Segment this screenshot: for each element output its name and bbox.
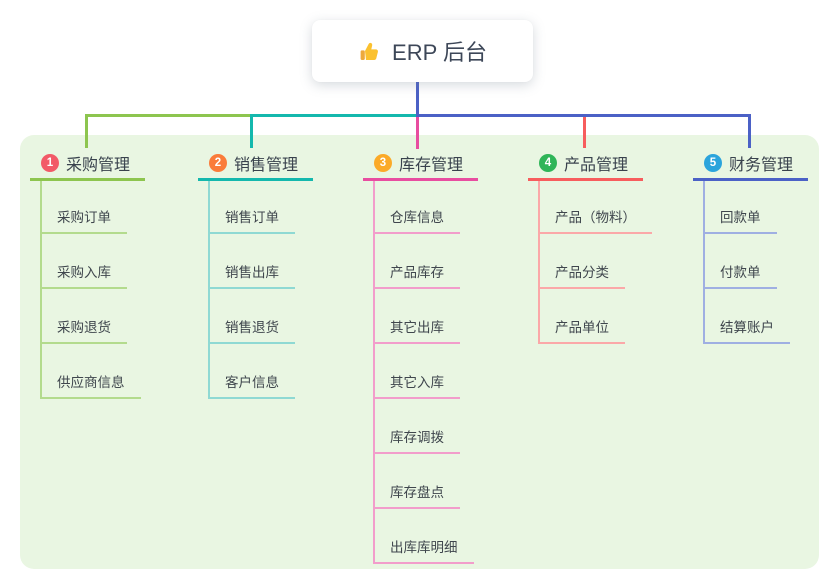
connector-bus-teal: [250, 114, 419, 117]
branch-number-badge: 1: [41, 154, 59, 172]
child-node[interactable]: 结算账户: [703, 320, 790, 344]
branch-node[interactable]: 1 采购管理: [30, 148, 145, 181]
child-node[interactable]: 供应商信息: [40, 375, 141, 399]
children-trunk-line: [40, 181, 42, 399]
connector-drop-inventory: [416, 114, 419, 149]
connector-root-drop: [416, 82, 419, 116]
children-trunk-line: [703, 181, 705, 344]
branch-inventory: 3 库存管理 仓库信息 产品库存 其它出库 其它入库 库存调拨 库存盘点 出库库…: [363, 148, 478, 564]
child-node[interactable]: 销售退货: [208, 320, 295, 344]
child-node[interactable]: 出库库明细: [373, 540, 474, 564]
branch-number-badge: 4: [539, 154, 557, 172]
child-node[interactable]: 采购退货: [40, 320, 127, 344]
child-node[interactable]: 付款单: [703, 265, 777, 289]
child-node[interactable]: 采购订单: [40, 210, 127, 234]
connector-bus-green: [85, 114, 253, 117]
branch-number-badge: 5: [704, 154, 722, 172]
connector-drop-purchase: [85, 114, 88, 148]
child-node[interactable]: 其它入库: [373, 375, 460, 399]
branch-node[interactable]: 5 财务管理: [693, 148, 808, 181]
child-node[interactable]: 库存调拨: [373, 430, 460, 454]
branch-label: 采购管理: [66, 157, 131, 174]
child-node[interactable]: 产品分类: [538, 265, 625, 289]
connector-bus-blue: [416, 114, 751, 117]
child-node[interactable]: 产品库存: [373, 265, 460, 289]
child-node[interactable]: 采购入库: [40, 265, 127, 289]
thumbs-up-icon: [360, 42, 378, 60]
branch-node[interactable]: 2 销售管理: [198, 148, 313, 181]
branch-label: 财务管理: [729, 157, 794, 174]
branch-node[interactable]: 4 产品管理: [528, 148, 643, 181]
branch-finance: 5 财务管理 回款单 付款单 结算账户: [693, 148, 808, 344]
branch-label: 销售管理: [234, 157, 299, 174]
child-node[interactable]: 产品单位: [538, 320, 625, 344]
branch-number-badge: 3: [374, 154, 392, 172]
connector-drop-product: [583, 114, 586, 148]
connector-drop-finance: [748, 114, 751, 148]
children-trunk-line: [538, 181, 540, 344]
child-node[interactable]: 其它出库: [373, 320, 460, 344]
child-node[interactable]: 库存盘点: [373, 485, 460, 509]
child-node[interactable]: 销售出库: [208, 265, 295, 289]
child-node[interactable]: 回款单: [703, 210, 777, 234]
branch-label: 产品管理: [564, 157, 629, 174]
children-trunk-line: [208, 181, 210, 399]
child-node[interactable]: 产品（物料）: [538, 210, 652, 234]
connector-drop-sales: [250, 114, 253, 148]
root-node[interactable]: ERP 后台: [312, 20, 533, 82]
branch-purchase: 1 采购管理 采购订单 采购入库 采购退货 供应商信息: [30, 148, 145, 399]
branch-node[interactable]: 3 库存管理: [363, 148, 478, 181]
root-label: ERP 后台: [392, 40, 487, 65]
child-node[interactable]: 客户信息: [208, 375, 295, 399]
children-trunk-line: [373, 181, 375, 564]
branch-number-badge: 2: [209, 154, 227, 172]
branch-product: 4 产品管理 产品（物料） 产品分类 产品单位: [528, 148, 652, 344]
branches-panel: [20, 135, 819, 569]
child-node[interactable]: 销售订单: [208, 210, 295, 234]
child-node[interactable]: 仓库信息: [373, 210, 460, 234]
branch-label: 库存管理: [399, 157, 464, 174]
branch-sales: 2 销售管理 销售订单 销售出库 销售退货 客户信息: [198, 148, 313, 399]
